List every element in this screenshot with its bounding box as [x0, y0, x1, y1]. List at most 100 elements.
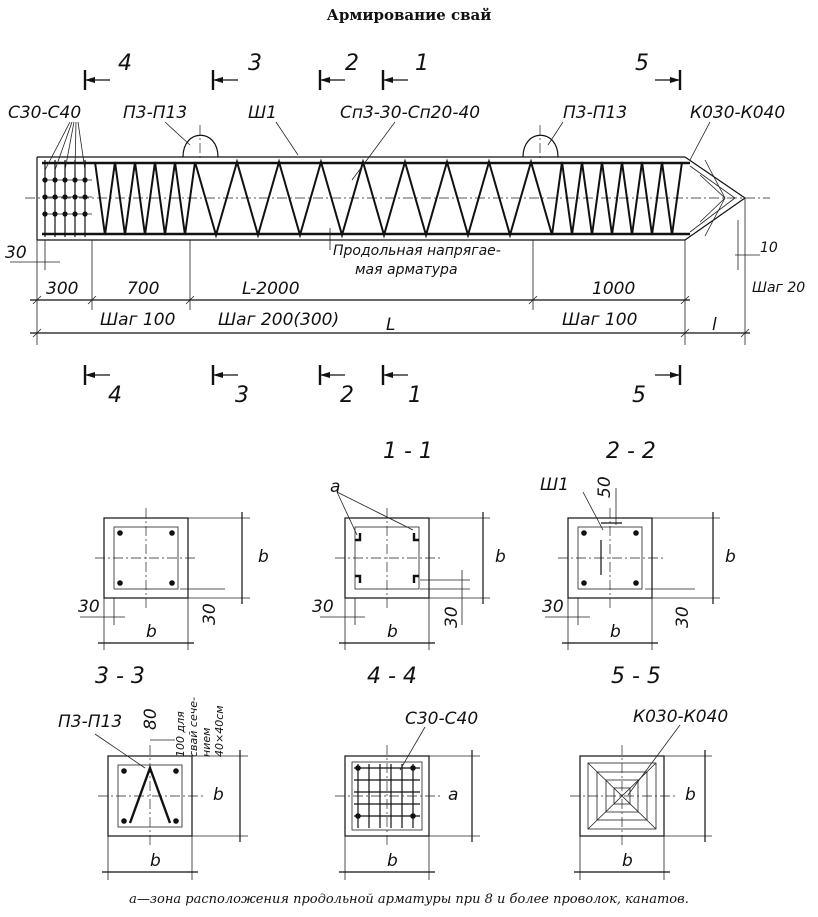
- head-mesh-bar: [52, 194, 58, 200]
- s1-cover-right: 30: [442, 606, 462, 628]
- section-marker-4-bottom: 4: [83, 365, 122, 408]
- section-marker-1-top: 1: [381, 51, 429, 90]
- section-marker-3-bottom: 3: [211, 365, 249, 408]
- head-mesh-bar: [42, 211, 48, 217]
- corner-bar: [410, 813, 416, 819]
- section-2-2: 2 - 2 Ш1 50 30 b b 30: [540, 439, 736, 650]
- section-marker-2-bottom: 2: [318, 365, 354, 408]
- section-number-3: 3: [248, 51, 262, 76]
- section-marker-2-top: 2: [318, 51, 359, 90]
- s5-title: 5 - 5: [611, 664, 661, 689]
- s0-cover-left: 30: [78, 597, 100, 617]
- s4-width: b: [387, 851, 398, 871]
- s0-height: b: [258, 547, 269, 567]
- s3-height: b: [213, 785, 224, 805]
- section-3-3: 3 - 3 П3-П13 80 100 для свай сече- нием …: [58, 664, 248, 880]
- section-marker-1-bottom: 1: [381, 365, 422, 408]
- section-number-1-bottom: 1: [408, 383, 422, 408]
- s3-note-2: свай сече-: [187, 697, 200, 757]
- label-lifting-loops-left: П3-П13: [123, 103, 187, 123]
- dim-L-2000: L-2000: [242, 279, 300, 299]
- dim-1000: 1000: [592, 279, 635, 299]
- dim-step-100-left: Шаг 100: [100, 310, 175, 330]
- s2-cover-left: 30: [542, 597, 564, 617]
- s3-note-4: 40×40см: [213, 705, 226, 757]
- head-mesh-bar: [82, 194, 88, 200]
- section-number-5: 5: [635, 51, 649, 76]
- section-marker-3-top: 3: [211, 51, 262, 90]
- head-mesh-bar: [42, 194, 48, 200]
- section-number-4: 4: [118, 51, 132, 76]
- s0-width: b: [146, 622, 157, 642]
- s3-title: 3 - 3: [95, 664, 145, 689]
- s3-note-1: 100 для: [174, 711, 187, 757]
- dim-tip-10: 10: [760, 240, 778, 256]
- s5-height: b: [685, 785, 696, 805]
- label-stirrup: Ш1: [248, 103, 277, 123]
- s5-width: b: [622, 851, 633, 871]
- s2-label-stirrup: Ш1: [540, 475, 569, 495]
- dim-step-100-right: Шаг 100: [562, 310, 637, 330]
- head-mesh-bar: [72, 211, 78, 217]
- lifting-loop-right: [522, 134, 559, 158]
- label-lifting-loops-right: П3-П13: [563, 103, 627, 123]
- pile-elevation: С30-С40 П3-П13 Ш1 Сп3-30-Сп20-40 П3-П13 …: [5, 51, 805, 408]
- section-number-2: 2: [345, 51, 359, 76]
- dim-cover-30: 30: [5, 243, 27, 263]
- section-unlabeled: 30 b b 30: [78, 508, 269, 650]
- section-5-5: 5 - 5 К030-К040 b b: [570, 664, 728, 880]
- head-mesh-bar: [52, 177, 58, 183]
- section-number-4-bottom: 4: [108, 383, 122, 408]
- s4-height: a: [448, 785, 458, 805]
- section-number-3-bottom: 3: [235, 383, 249, 408]
- head-mesh-bar: [52, 211, 58, 217]
- label-longitudinal-2: мая арматура: [355, 262, 458, 278]
- dim-tip-l: l: [712, 315, 717, 335]
- caption: а—зона расположения продольной арматуры …: [129, 892, 689, 907]
- s1-title: 1 - 1: [383, 439, 433, 464]
- head-mesh-bar: [82, 211, 88, 217]
- section-number-5-bottom: 5: [632, 383, 646, 408]
- head-mesh-bar: [42, 177, 48, 183]
- head-mesh-bar: [62, 194, 68, 200]
- s1-label-a: a: [330, 477, 340, 497]
- head-mesh-bar: [72, 194, 78, 200]
- s2-width: b: [610, 622, 621, 642]
- dim-300: 300: [46, 279, 78, 299]
- dim-step-200: Шаг 200(300): [218, 310, 339, 330]
- s2-cover-right: 30: [673, 606, 693, 628]
- s3-offset: 80: [141, 708, 161, 730]
- s2-offset: 50: [595, 476, 615, 498]
- head-mesh-bars: [42, 177, 88, 217]
- drawing-title: Армирование свай: [327, 6, 492, 24]
- s2-height: b: [725, 547, 736, 567]
- s2-title: 2 - 2: [606, 439, 656, 464]
- section-marker-5-bottom: 5: [632, 365, 682, 408]
- section-number-2-bottom: 2: [340, 383, 354, 408]
- corner-bar: [355, 765, 361, 771]
- label-tip-frame: К030-К040: [690, 103, 785, 123]
- head-mesh-bar: [62, 211, 68, 217]
- s1-height: b: [495, 547, 506, 567]
- label-spiral: Сп3-30-Сп20-40: [340, 103, 480, 123]
- s0-cover-right: 30: [200, 603, 220, 625]
- s4-title: 4 - 4: [367, 664, 417, 689]
- dim-700: 700: [127, 279, 159, 299]
- section-4-4: 4 - 4 С30-С40 b a: [335, 664, 480, 880]
- s3-width: b: [150, 851, 161, 871]
- corner-bar: [410, 765, 416, 771]
- section-number-1: 1: [415, 51, 429, 76]
- head-mesh-bar: [62, 177, 68, 183]
- section-marker-5-top: 5: [635, 51, 682, 90]
- spiral-reinforcement: [94, 158, 683, 239]
- section-marker-4-top: 4: [83, 51, 132, 90]
- corner-bar: [355, 813, 361, 819]
- head-mesh-bar: [72, 177, 78, 183]
- elevation-dimensions: [10, 198, 760, 345]
- s3-label: П3-П13: [58, 712, 122, 732]
- head-mesh-bar: [82, 177, 88, 183]
- s1-width: b: [387, 622, 398, 642]
- s1-cover-left: 30: [312, 597, 334, 617]
- label-head-mesh: С30-С40: [8, 103, 81, 123]
